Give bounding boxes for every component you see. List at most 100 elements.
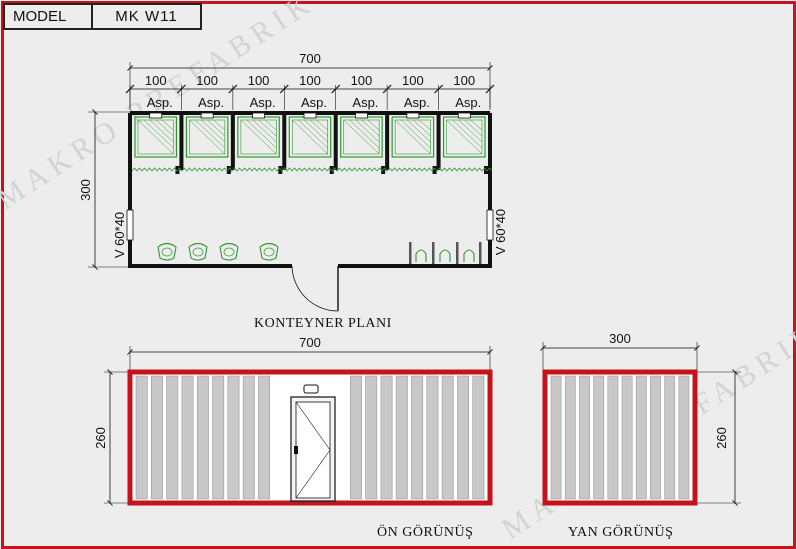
urinals xyxy=(409,242,482,264)
wall-panel-rib xyxy=(635,375,647,500)
wall-panel-rib xyxy=(227,375,240,500)
shower-label: Asp. xyxy=(250,95,276,110)
shower-label: Asp. xyxy=(455,95,481,110)
wall-panel-rib xyxy=(196,375,209,500)
wall-panel-rib xyxy=(621,375,633,500)
front-corrugated-panels xyxy=(135,375,485,500)
urinal-partition xyxy=(456,242,459,264)
urinal xyxy=(415,249,427,262)
wall-panel-rib xyxy=(579,375,590,500)
shower-cabin xyxy=(436,112,488,174)
front-width-label: 700 xyxy=(299,335,321,350)
module-width-label: 100 xyxy=(196,73,218,88)
module-dimension-labels: 100 100 100 100 100 100 100 xyxy=(145,73,475,88)
urinal-partition xyxy=(479,242,482,264)
shower-cabin xyxy=(230,112,283,174)
door-lamp xyxy=(303,384,319,394)
wall-panel-rib xyxy=(607,375,619,500)
plan-total-width: 700 xyxy=(299,51,321,66)
shower-cabin xyxy=(134,112,180,174)
module-width-label: 100 xyxy=(248,73,270,88)
shower-label: Asp. xyxy=(404,95,430,110)
side-view xyxy=(542,369,698,506)
wall-panel-rib xyxy=(678,375,690,500)
shower-head xyxy=(303,112,317,119)
side-width-label: 300 xyxy=(609,331,631,346)
wall-panel-rib xyxy=(472,375,485,500)
shower-cabins xyxy=(134,112,488,174)
wall-panel-rib xyxy=(349,375,362,500)
right-window-label: V 60*40 xyxy=(493,209,508,255)
sink xyxy=(219,242,239,261)
wall-panel-rib xyxy=(441,375,454,500)
plan-depth-label: 300 xyxy=(78,179,93,201)
shower-head xyxy=(149,112,163,119)
plan-left-window xyxy=(126,209,134,241)
urinal xyxy=(439,249,451,262)
shower-cabin xyxy=(282,112,334,174)
shower-cabin xyxy=(333,112,386,174)
sink xyxy=(259,242,279,261)
shower-cabin xyxy=(179,112,231,174)
wall-panel-rib xyxy=(664,375,676,500)
wall-panel-rib xyxy=(411,375,424,500)
wall-panel-rib xyxy=(166,375,179,500)
model-value: MK W11 xyxy=(115,8,178,25)
wall-panel-rib xyxy=(593,375,605,500)
front-door-panel xyxy=(295,401,331,499)
side-view-dimensions: 300 260 xyxy=(540,331,741,506)
side-view-title: YAN GÖRÜNÜŞ xyxy=(568,523,673,540)
urinal-partition xyxy=(409,242,412,264)
plan-top-dimensions: 700 100 100 100 100 100 100 100 xyxy=(125,51,495,110)
door-swing-arc xyxy=(291,265,339,312)
wall-panel-rib xyxy=(650,375,661,500)
shower-label: Asp. xyxy=(301,95,327,110)
wall-panel-rib xyxy=(550,375,562,500)
shower-cabin xyxy=(385,112,437,174)
front-view-dimensions: 700 260 xyxy=(93,335,493,506)
side-corrugated-panels xyxy=(550,375,690,500)
wall-panel-rib xyxy=(426,375,439,500)
shower-head xyxy=(200,112,214,119)
container-plan: V 60*40 V 60*40 Asp.Asp.Asp.Asp.Asp.Asp.… xyxy=(112,95,508,312)
wall-panel-rib xyxy=(242,375,255,500)
left-window-label: V 60*40 xyxy=(112,212,127,258)
shower-head xyxy=(457,112,471,119)
model-label: MODEL xyxy=(5,5,93,28)
sink xyxy=(157,242,177,261)
wall-panel-rib xyxy=(258,375,271,500)
urinal-partition xyxy=(432,242,435,264)
shower-labels: Asp. Asp. Asp. Asp. Asp. Asp. Asp. xyxy=(147,95,482,110)
shower-head xyxy=(406,112,420,119)
wall-panel-rib xyxy=(395,375,408,500)
module-width-label: 100 xyxy=(453,73,475,88)
wall-panel-rib xyxy=(380,375,393,500)
wall-panel-rib xyxy=(151,375,163,500)
wall-panel-rib xyxy=(212,375,225,500)
plan-right-window xyxy=(486,209,494,241)
shower-head xyxy=(355,112,368,119)
wall-panel-rib xyxy=(135,375,148,500)
urinal xyxy=(463,249,475,262)
shower-label: Asp. xyxy=(352,95,378,110)
wall-panel-rib xyxy=(564,375,576,500)
plan-left-dimension: 300 xyxy=(78,109,130,270)
shower-label: Asp. xyxy=(147,95,173,110)
sink xyxy=(188,242,208,261)
module-width-label: 100 xyxy=(299,73,321,88)
wall-panel-rib xyxy=(457,375,469,500)
side-height-label: 260 xyxy=(714,427,729,449)
module-width-label: 100 xyxy=(402,73,424,88)
model-title-block: MODEL MK W11 xyxy=(3,3,202,30)
door-handle xyxy=(294,446,298,454)
module-width-label: 100 xyxy=(351,73,373,88)
front-view-title: ÖN GÖRÜNÜŞ xyxy=(377,523,473,540)
sinks xyxy=(157,242,279,261)
shower-head xyxy=(252,112,265,119)
module-width-label: 100 xyxy=(145,73,167,88)
wall-panel-rib xyxy=(365,375,378,500)
front-height-label: 260 xyxy=(93,427,108,449)
shower-label: Asp. xyxy=(198,95,224,110)
plan-title: KONTEYNER PLANI xyxy=(254,316,392,331)
